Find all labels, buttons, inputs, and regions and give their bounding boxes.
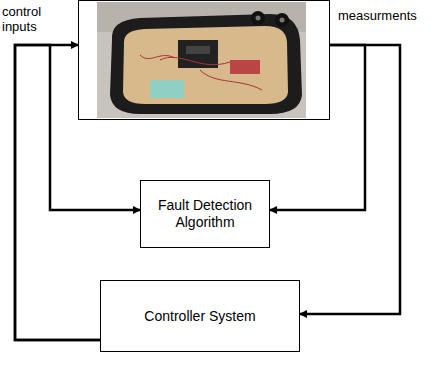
- signal-arrow: [15, 45, 100, 340]
- box-text: Fault Detection Algorithm: [150, 197, 260, 231]
- box-text: Controller System: [144, 308, 255, 325]
- wheel-hub: [280, 18, 285, 23]
- battery-box: [178, 40, 218, 68]
- hovercraft-skirt: [110, 14, 302, 114]
- wheel: [275, 13, 289, 27]
- motor-driver: [230, 60, 260, 74]
- wheel-hub: [256, 16, 261, 21]
- wheel: [251, 11, 265, 25]
- signal-arrow: [270, 45, 365, 210]
- signal-arrow: [300, 45, 400, 314]
- wooden-deck: [123, 26, 288, 104]
- battery-top: [186, 46, 210, 54]
- signal-label: measurments: [338, 8, 432, 23]
- plant-box: [78, 0, 330, 120]
- signal-label: control inputs: [2, 4, 52, 34]
- circuit-board: [150, 80, 184, 98]
- process-box: Fault Detection Algorithm: [140, 180, 270, 248]
- wires: [140, 55, 262, 90]
- photo-background: [97, 2, 306, 118]
- process-box: Controller System: [100, 280, 300, 352]
